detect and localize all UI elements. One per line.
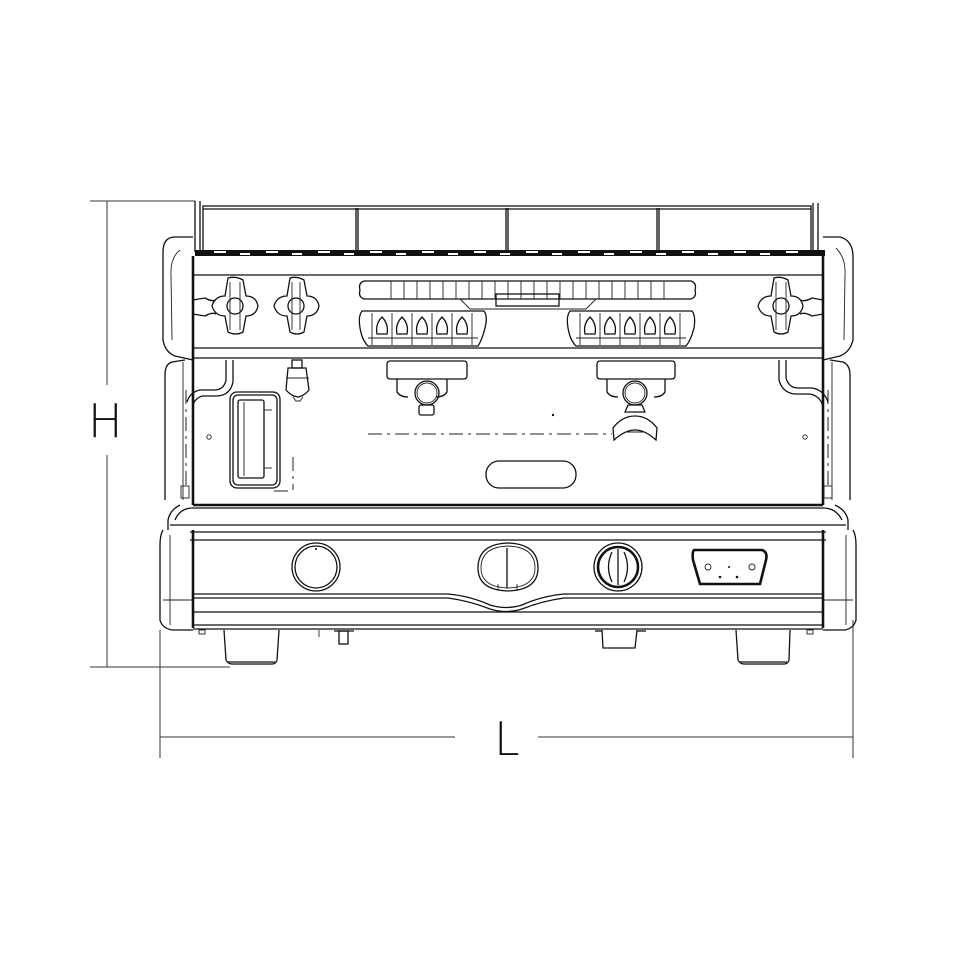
brand-badge	[485, 460, 577, 489]
cup-rail	[194, 201, 825, 256]
water-level-gauge	[229, 391, 294, 492]
group-head-left	[386, 360, 468, 416]
length-dimension-label: L	[494, 712, 520, 766]
keypad-right[interactable]	[566, 310, 696, 347]
length-dimension	[159, 620, 854, 758]
right-side-panel	[822, 236, 857, 631]
steam-pipe-right	[778, 360, 829, 407]
connector-port[interactable]	[691, 548, 768, 586]
feet	[198, 629, 814, 665]
center-badge-switch[interactable]	[477, 542, 539, 592]
hot-water-knob[interactable]	[273, 276, 320, 335]
screw-left	[206, 434, 212, 440]
lower-body	[170, 503, 846, 630]
steam-pipe-left	[186, 360, 234, 405]
height-dimension	[90, 200, 230, 668]
display-strip	[358, 280, 697, 310]
center-axis-line	[368, 413, 612, 435]
hot-water-outlet	[285, 359, 310, 402]
boiler-gauge	[593, 542, 643, 592]
steam-knob-left[interactable]	[192, 276, 259, 335]
pressure-gauge-left	[291, 542, 341, 592]
left-side-panel	[159, 236, 194, 631]
upper-body	[191, 256, 825, 505]
screw-right	[802, 434, 808, 440]
keypad-left[interactable]	[358, 310, 487, 347]
group-head-right	[596, 360, 676, 442]
steam-knob-right[interactable]	[757, 276, 824, 335]
height-dimension-label: H	[88, 394, 123, 448]
